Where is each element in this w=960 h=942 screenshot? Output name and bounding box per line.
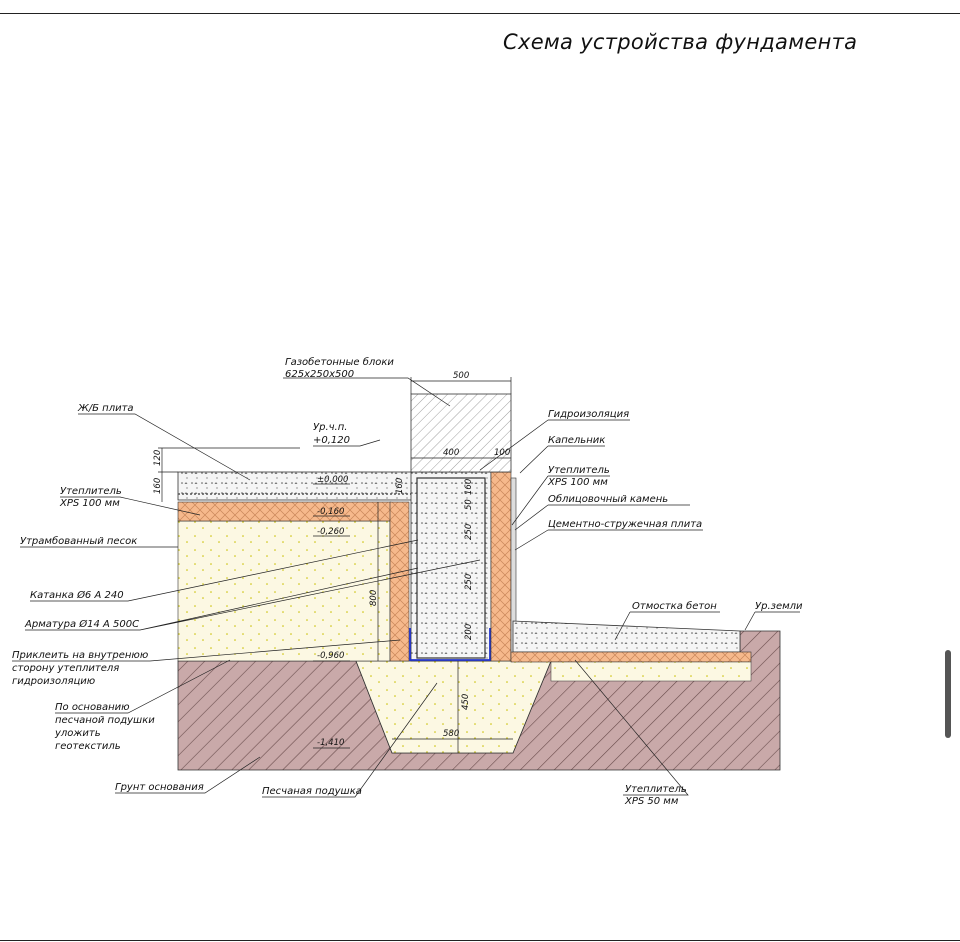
dim-100: 100	[494, 448, 510, 458]
label-geotextile-1: По основанию	[55, 702, 130, 713]
label-glue-3: гидроизоляцию	[12, 676, 95, 687]
blind-area-insulation	[510, 651, 752, 663]
top-rule	[0, 13, 960, 14]
dim-160-wall: 160	[395, 478, 405, 494]
leader-lines	[12, 377, 800, 798]
label-sand-cushion: Песчаная подушка	[262, 786, 362, 797]
label-rebar: Арматура Ø14 А 500С	[24, 618, 139, 630]
dim-400: 400	[443, 448, 459, 458]
blind-area-concrete	[512, 620, 741, 653]
label-insulation-left-1: Утеплитель	[60, 486, 122, 497]
dimension-lines	[158, 377, 513, 753]
lvl-0960: -0,960	[317, 651, 344, 661]
label-geotextile-2: песчаной подушки	[55, 715, 155, 726]
dim-150: 160	[464, 479, 474, 495]
label-insulation-left-2: XPS 100 мм	[59, 498, 120, 509]
label-aerated-blocks-2: 625х250х500	[285, 369, 354, 380]
rc-slab	[177, 471, 414, 501]
label-compacted-sand: Утрамбованный песок	[20, 535, 137, 547]
label-ground-level: Ур.земли	[755, 601, 803, 612]
dim-580: 580	[443, 729, 459, 739]
foundation-wall	[410, 471, 492, 662]
lvl-0160: -0,160	[317, 507, 344, 517]
label-cement-board: Цементно-стружечная плита	[548, 519, 702, 530]
label-rc-slab: Ж/Б плита	[77, 403, 134, 414]
dim-120: 120	[153, 450, 163, 466]
label-blind-area: Отмостка бетон	[632, 600, 717, 612]
label-drip: Капельник	[548, 435, 605, 446]
label-insulation-bottom-1: Утеплитель	[625, 784, 687, 795]
floor-insulation	[177, 501, 392, 522]
label-aerated-blocks-1: Газобетонные блоки	[285, 356, 394, 368]
sand-under-blind-area	[550, 661, 752, 682]
dim-160-left: 160	[153, 478, 163, 494]
dim-50: 50	[464, 499, 474, 510]
label-glue-1: Приклеить на внутренюю	[12, 650, 148, 661]
dim-250a: 250	[464, 524, 474, 540]
dim-250b: 250	[464, 574, 474, 590]
label-facing-stone: Облицовочный камень	[548, 493, 668, 505]
compacted-sand	[177, 520, 391, 662]
label-glue-2: сторону утеплителя	[12, 663, 119, 674]
dim-500: 500	[453, 371, 469, 381]
label-geotextile-4: геотекстиль	[55, 741, 121, 752]
label-insulation-right-2: XPS 100 мм	[547, 477, 608, 488]
bottom-rule	[0, 940, 960, 941]
label-floor-level-1: Ур.ч.п.	[313, 422, 347, 433]
label-geotextile-3: уложить	[54, 728, 101, 739]
waterproof-line	[409, 628, 491, 661]
dim-450: 450	[461, 694, 471, 710]
dim-200: 200	[464, 624, 474, 640]
label-insulation-right-1: Утеплитель	[548, 465, 610, 476]
label-floor-level-2: +0,120	[313, 435, 350, 446]
label-wire-rod: Катанка Ø6 А 240	[30, 589, 124, 601]
lvl-0260: -0,260	[317, 527, 344, 537]
label-ground-base: Грунт основания	[115, 782, 204, 793]
label-waterproofing: Гидроизоляция	[548, 409, 629, 420]
label-insulation-bottom-2: XPS 50 мм	[624, 796, 679, 807]
lvl-000: ±0,000	[317, 475, 348, 485]
diagram-title: Схема устройства фундамента	[503, 30, 858, 54]
scrollbar-thumb[interactable]	[945, 650, 951, 738]
wall-insulation-right	[490, 471, 512, 662]
wall-insulation-left	[389, 501, 410, 662]
dim-800: 800	[369, 590, 379, 606]
aerated-blocks	[410, 393, 512, 473]
lvl-1410: -1,410	[317, 738, 344, 748]
